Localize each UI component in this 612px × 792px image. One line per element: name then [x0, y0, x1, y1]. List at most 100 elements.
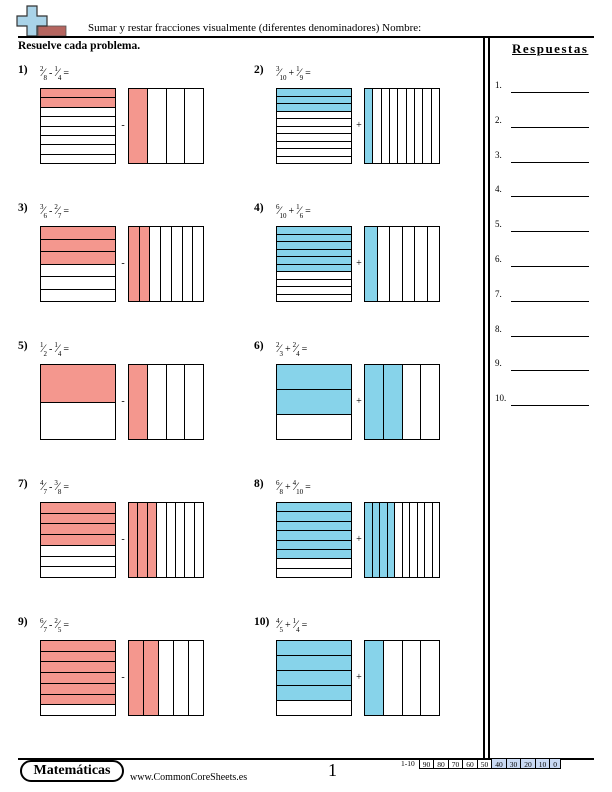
model-row: [41, 290, 115, 302]
fraction-slash: ⁄: [42, 65, 45, 79]
answer-number: 10.: [495, 393, 507, 404]
operator-sign: +: [356, 396, 362, 407]
problem-4: 4)6⁄10+1⁄6=+: [254, 202, 464, 332]
model-column: [150, 227, 162, 301]
worksheet-title: Sumar y restar fracciones visualmente (d…: [88, 22, 422, 34]
operator: +: [285, 344, 291, 355]
model-row: [277, 142, 351, 149]
model-row: [41, 557, 115, 568]
answer-row: 9.: [495, 358, 595, 372]
model-row: [41, 127, 115, 136]
answer-line[interactable]: [511, 335, 589, 337]
model-row: [277, 540, 351, 550]
model-row: [41, 117, 115, 127]
model-column: [129, 641, 144, 715]
model-column: [365, 89, 374, 163]
fraction-slash: ⁄: [56, 617, 59, 631]
fraction-slash: ⁄: [278, 203, 281, 217]
operator-sign: -: [121, 672, 125, 683]
model-column: [193, 227, 203, 301]
answer-line[interactable]: [511, 300, 589, 302]
answer-line[interactable]: [511, 161, 589, 163]
fraction-b-numerator: 4: [292, 478, 297, 487]
model-column: [161, 227, 172, 301]
fraction-expression: 2⁄8-1⁄4=: [40, 64, 71, 82]
plus-minus-logo-icon: [16, 5, 67, 37]
fraction-model-a: [40, 502, 116, 578]
model-row: [277, 701, 351, 715]
model-row: [277, 249, 351, 257]
fraction-model-b: [364, 502, 440, 578]
model-row: [277, 272, 351, 280]
operator: +: [285, 620, 291, 631]
fraction-expression: 6⁄10+1⁄6=: [276, 203, 313, 220]
model-row: [41, 641, 115, 652]
model-row: [277, 295, 351, 302]
problem-2: 2)3⁄10+1⁄9=+: [254, 64, 464, 194]
instructions: Resuelve cada problema.: [18, 40, 141, 52]
fraction-slash: ⁄: [278, 341, 281, 355]
score-cell: 30: [506, 758, 522, 769]
model-row: [41, 136, 115, 146]
model-column: [176, 503, 186, 577]
fraction-model-b: [128, 364, 204, 440]
answer-line[interactable]: [511, 405, 589, 407]
model-column: [144, 641, 159, 715]
model-column: [415, 89, 424, 163]
model-column: [129, 365, 148, 439]
answer-line[interactable]: [511, 92, 589, 93]
model-row: [41, 265, 115, 277]
model-row: [277, 656, 351, 671]
score-cell: 0: [550, 758, 561, 769]
model-row: [277, 390, 351, 415]
model-row: [277, 127, 351, 134]
model-column: [390, 89, 399, 163]
fraction-b-denominator: 4: [296, 626, 300, 634]
fraction-a-numerator: 6: [40, 616, 44, 625]
operator-sign: +: [356, 258, 362, 269]
answer-line[interactable]: [511, 126, 589, 128]
fraction-a-numerator: 2: [40, 64, 44, 73]
problem-8: 8)6⁄8+4⁄10=+: [254, 478, 464, 608]
model-column: [195, 503, 203, 577]
answer-line[interactable]: [511, 370, 589, 372]
model-row: [41, 513, 115, 525]
fraction-slash: ⁄: [56, 203, 59, 217]
model-column: [159, 641, 174, 715]
model-column: [378, 227, 390, 301]
page-number: 1: [328, 760, 337, 780]
model-column: [365, 503, 373, 577]
fraction-a-denominator: 8: [43, 74, 48, 82]
fraction-model-a: [276, 364, 352, 440]
fraction-model-a: [40, 88, 116, 164]
model-row: [277, 671, 351, 686]
equals-sign: =: [63, 482, 70, 493]
fraction-slash: ⁄: [56, 341, 59, 355]
problem-1: 1)2⁄8-1⁄4=-: [18, 64, 228, 194]
model-row: [41, 89, 115, 99]
fraction-model-a: [40, 226, 116, 302]
equals-sign: =: [63, 68, 70, 79]
answer-column-divider: [483, 38, 485, 758]
fraction-b-denominator: 4: [57, 74, 62, 82]
fraction-a-denominator: 10: [279, 74, 287, 82]
model-row: [277, 280, 351, 287]
model-column: [148, 365, 167, 439]
model-row: [41, 365, 115, 403]
model-row: [41, 403, 115, 440]
fraction-slash: ⁄: [295, 479, 298, 493]
answer-line[interactable]: [511, 231, 589, 233]
model-row: [41, 683, 115, 695]
fraction-b-denominator: 7: [57, 212, 62, 220]
answer-row: 3.: [495, 150, 595, 164]
problem-10: 10)4⁄5+1⁄4=+: [254, 616, 464, 746]
answer-line[interactable]: [511, 196, 589, 198]
model-row: [41, 694, 115, 706]
answer-line[interactable]: [511, 266, 589, 267]
model-row: [41, 662, 115, 674]
fraction-slash: ⁄: [42, 617, 45, 631]
fraction-model-b: [128, 640, 204, 716]
fraction-b-numerator: 2: [292, 340, 297, 349]
fraction-slash: ⁄: [56, 479, 59, 493]
